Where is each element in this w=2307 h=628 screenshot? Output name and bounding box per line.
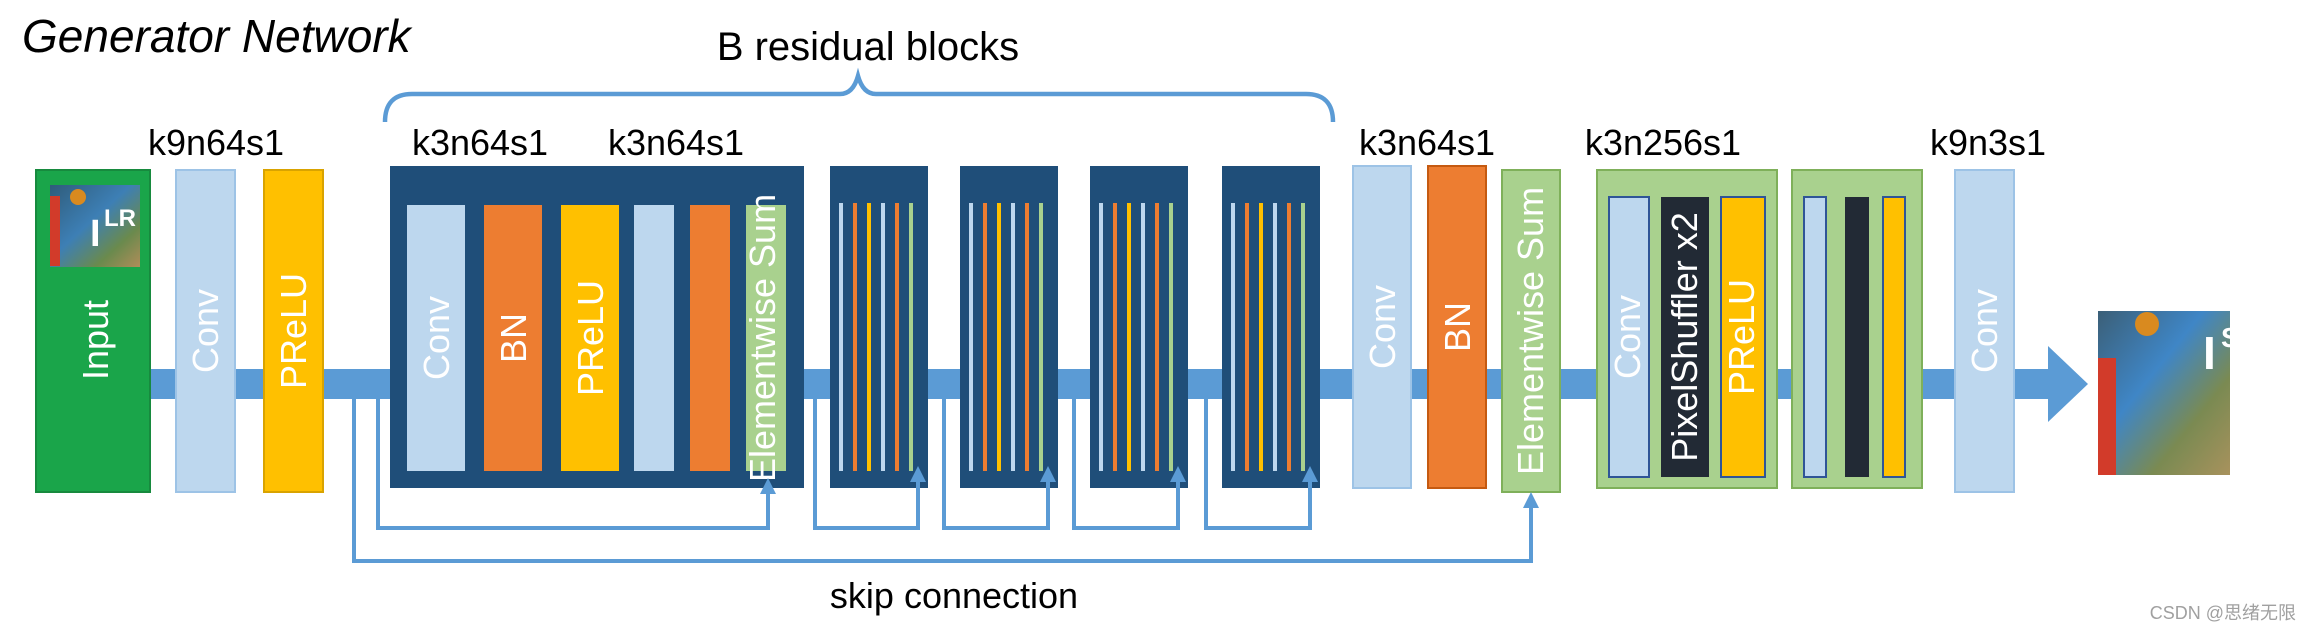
up1-prelu [1720,196,1766,478]
param-post-conv: k3n64s1 [1359,122,1495,163]
up1-pixelshuffler-label: PixelShuffler x2 [1664,212,1705,461]
final-conv-label: Conv [1964,289,2005,373]
final-conv-block [1954,169,2015,493]
res4-inner-skip-arrowhead [1170,466,1186,482]
post-bn-label: BN [1437,302,1478,352]
res1-bn-a-label: BN [493,313,534,363]
post-conv-block [1352,165,1412,489]
res1-sum [746,205,786,471]
up1-conv-label: Conv [1607,295,1648,379]
res5-inner-skip-arrowhead [1302,466,1318,482]
residual-block-5-layers [1231,203,1305,471]
post-conv-label: Conv [1362,285,1403,369]
param-res-conv2: k3n64s1 [608,122,744,163]
param-final-conv: k9n3s1 [1930,122,2046,163]
res1-conv-b [634,205,674,471]
residual-block-4-layers [1099,203,1173,471]
up2-conv [1803,196,1827,478]
first-prelu-label: PReLU [273,273,314,389]
residual-block-4 [1090,166,1188,488]
first-prelu-block [263,169,324,493]
up1-conv [1608,196,1650,478]
res1-conv-a [407,205,465,471]
input-label: Input [75,300,116,380]
residual-block-3 [960,166,1058,488]
res1-inner-skip [376,384,770,530]
res1-inner-skip-arrowhead [760,478,776,494]
skip-connection-label: skip connection [830,575,1078,616]
up1-prelu-label: PReLU [1721,279,1762,395]
sr-image-symbol: I [2203,327,2216,379]
res1-conv-a-label: Conv [416,296,457,380]
param-up-conv: k3n256s1 [1585,122,1741,163]
residual-block-2-layers [839,203,913,471]
post-bn-block [1427,165,1487,489]
res1-prelu-label: PReLU [570,280,611,396]
res2-inner-skip [813,384,920,530]
res2-inner-skip-arrowhead [910,466,926,482]
up2-pixelshuffler [1845,197,1869,477]
lr-image-symbol: I [90,213,101,255]
post-sum-block [1501,169,1561,493]
residual-brace [382,67,1336,123]
res4-inner-skip [1072,384,1180,530]
res1-bn-a [484,205,542,471]
long-skip-arrowhead [1523,492,1539,508]
sr-image-red-stripe [2098,358,2116,475]
first-conv-label: Conv [185,289,226,373]
res1-prelu [561,205,619,471]
lr-image-eye [70,189,86,205]
post-sum-label: Elementwise Sum [1510,187,1551,475]
residual-block-2 [830,166,928,488]
residual-block-3-layers [969,203,1043,471]
up2-prelu [1882,196,1906,478]
sr-image-eye [2135,312,2159,336]
res5-inner-skip [1204,384,1312,530]
watermark: CSDN @思绪无限 [2150,603,2296,623]
res1-bn-b [690,205,730,471]
lr-image-thumbnail [50,185,140,267]
residual-blocks-label: B residual blocks [717,25,1019,69]
diagram-title: Generator Network [22,10,413,62]
param-first-conv: k9n64s1 [148,122,284,163]
main-flow-arrowhead [2048,346,2088,422]
sr-image [2098,311,2230,475]
param-res-conv1: k3n64s1 [412,122,548,163]
lr-image-subscript: LR [104,205,136,232]
res1-sum-label: Elementwise Sum [742,194,783,482]
long-skip-connection [352,384,1533,563]
up1-pixelshuffler [1661,197,1709,477]
res3-inner-skip-arrowhead [1040,466,1056,482]
res3-inner-skip [942,384,1050,530]
residual-block-5 [1222,166,1320,488]
sr-image-subscript: SR [2221,322,2260,353]
first-conv-block [175,169,236,493]
lr-image-red-stripe [50,196,60,266]
